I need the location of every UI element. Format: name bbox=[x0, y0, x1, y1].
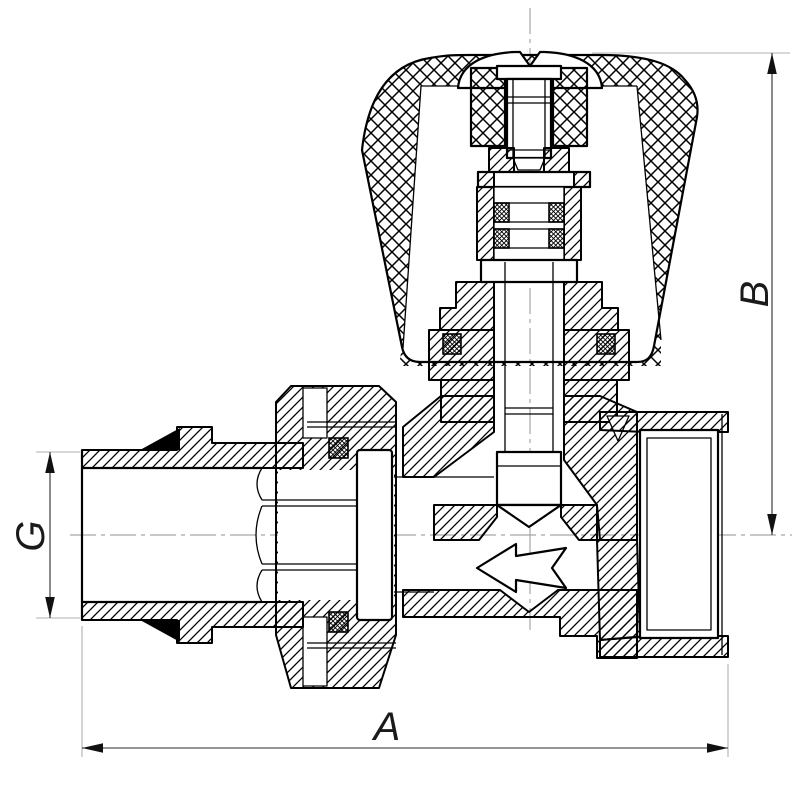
valve-disc bbox=[495, 450, 563, 507]
o-ring bbox=[493, 202, 510, 223]
arrowhead-top bbox=[767, 53, 777, 74]
bonnet-wall-left bbox=[476, 186, 495, 261]
dimension-label-g: G bbox=[9, 520, 53, 551]
adapter-left bbox=[488, 147, 515, 173]
stem bbox=[493, 186, 565, 261]
arrowhead-bottom bbox=[45, 597, 55, 618]
adapter-right bbox=[543, 147, 570, 173]
seat-left bbox=[433, 504, 498, 541]
gland-flange bbox=[479, 258, 579, 284]
o-ring bbox=[493, 228, 510, 249]
outlet-socket bbox=[596, 411, 729, 658]
stem-screw bbox=[495, 64, 563, 171]
screw-tip bbox=[512, 157, 546, 171]
hex-section-lines bbox=[262, 499, 357, 571]
packing-lines bbox=[494, 202, 564, 249]
tailpiece-bottom-wall bbox=[81, 601, 304, 644]
arrowhead-top bbox=[45, 452, 55, 473]
nut-bottom-slot bbox=[302, 616, 328, 687]
o-ring bbox=[328, 437, 349, 459]
o-ring bbox=[328, 611, 349, 633]
dimension-label-b: B bbox=[733, 281, 777, 308]
spindle-lines bbox=[504, 262, 554, 452]
screw-washer bbox=[495, 64, 563, 81]
valve-body bbox=[392, 395, 638, 659]
body-inlet-flange bbox=[355, 448, 394, 622]
socket-joint-wall bbox=[596, 539, 641, 641]
flow-direction-arrow bbox=[475, 542, 568, 594]
union-nut bbox=[275, 385, 397, 689]
disc-cone bbox=[495, 503, 563, 529]
thread-runout-bottom bbox=[140, 620, 180, 642]
dimension-b: B bbox=[592, 52, 790, 535]
hex-chamfer-arcs bbox=[255, 467, 263, 603]
seat-right bbox=[560, 504, 598, 541]
handwheel-shell bbox=[362, 55, 698, 366]
o-ring bbox=[596, 333, 616, 355]
tailpiece-bore bbox=[82, 466, 262, 604]
o-ring bbox=[548, 228, 565, 249]
body-shoulder-left bbox=[402, 395, 495, 478]
handwheel-hub-left bbox=[469, 66, 507, 148]
arrowhead-bottom bbox=[767, 514, 777, 535]
nut-top-slot bbox=[302, 387, 328, 439]
dimension-label-a: A bbox=[372, 705, 401, 749]
tailpiece bbox=[80, 426, 357, 644]
arrowhead-right bbox=[707, 743, 728, 753]
o-ring bbox=[442, 333, 462, 355]
female-thread-inner bbox=[646, 437, 712, 631]
bonnet-wall-right bbox=[563, 186, 582, 261]
bonnet-lower-left bbox=[439, 281, 495, 331]
arrowhead-left bbox=[82, 743, 103, 753]
nut-thread-lines bbox=[307, 421, 396, 649]
dimension-a: A bbox=[81, 626, 729, 757]
tailpiece-top-wall bbox=[81, 426, 304, 469]
dimension-g: G bbox=[9, 451, 80, 619]
o-ring bbox=[548, 202, 565, 223]
handwheel-hub-right bbox=[551, 66, 589, 148]
bonnet-lower-right bbox=[563, 281, 619, 331]
thread-runout-top bbox=[140, 428, 180, 450]
screw-thread-lines bbox=[507, 79, 551, 158]
insert-flange-cap-left bbox=[477, 171, 495, 188]
insert-flange-cap-right bbox=[573, 171, 591, 188]
